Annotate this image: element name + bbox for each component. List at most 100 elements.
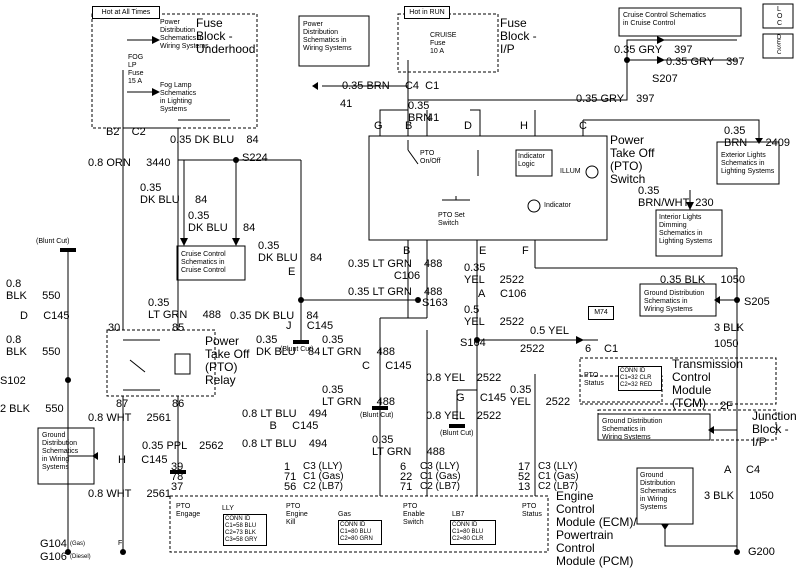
ecm-conn-3: C3 (LLY) C1 (Gas) C2 (LB7) — [538, 461, 579, 492]
ecm-box — [169, 495, 549, 553]
wire-label: 0.35 LT GRN 488 — [322, 334, 395, 358]
wire-label: 0.35 LT GRN 488 — [322, 384, 395, 408]
wire-label: 0.35 GRY 397 — [576, 93, 655, 105]
wire-label: 0.8 WHT 2561 — [88, 488, 171, 500]
hot-in-run-label: Hot in RUN — [404, 6, 450, 19]
wire-label: 0.8 BLK 550 — [6, 334, 61, 358]
ground-g106: G106 — [40, 551, 67, 563]
tcm-pto-status: PTO Status — [584, 372, 604, 387]
ecm-pto-status: PTO Status — [522, 503, 542, 518]
junction-pin: 2F — [720, 400, 733, 412]
gnd-left-ref: Ground Distribution Schematics in Wiring… — [42, 432, 79, 471]
blunt-cut: (Blunt Cut) — [280, 346, 314, 353]
pin-b-top: B — [405, 120, 413, 132]
conn-d-c145: D C145 — [20, 310, 70, 322]
fog-fuse-label: FOG LP Fuse 15 A — [128, 54, 144, 85]
wire-label: 0.35 BRN 2409 — [724, 125, 791, 149]
cruise-left-ref: Cruise Control Schematics in Cruise Cont… — [181, 251, 226, 274]
ecm-pins-3: 6 22 71 — [400, 461, 413, 493]
pto-relay-title: Power Take Off (PTO) Relay — [205, 334, 250, 387]
pto-set-switch-label: PTO Set Switch — [438, 212, 465, 227]
conn-j-c145: J C145 — [286, 320, 334, 332]
ecm-pins-1: 39 78 37 — [171, 461, 184, 493]
ecm-gas-conn: CONN ID C1=80 BLU C2=80 GRN — [338, 520, 382, 545]
conn-lb7-values: C1=80 BLU C2=80 CLR — [452, 529, 484, 542]
cruise-top-ref: Cruise Control Schematics in Cruise Cont… — [623, 12, 706, 27]
ecm-pins-4: 17 52 13 — [518, 461, 531, 493]
tcm-box — [579, 357, 777, 405]
tcm-conn: CONN ID C1=32 CLR C2=32 RED — [618, 366, 662, 391]
pin-f: F — [522, 245, 529, 257]
wire-label: 0.8 BLK 550 — [6, 278, 61, 302]
pto-onoff-label: PTO On/Off — [420, 150, 441, 165]
cruise-fuse-label: CRUISE Fuse 10 A — [430, 32, 457, 55]
ecm-lly-conn: CONN ID C1=58 BLU C2=73 BLK C3=58 GRY — [223, 514, 267, 546]
wire-label: 0.8 YEL 2522 — [426, 372, 502, 384]
tcm-conn-values: C1=32 CLR C2=32 RED — [620, 375, 653, 388]
gnd-right-ref: Ground Distribution Schematics in Wiring… — [644, 290, 705, 313]
tcm-pin: 6 — [585, 343, 592, 355]
wire-label: 0.35 LT GRN 488 — [348, 286, 443, 298]
wire-label: 0.8 WHT 2561 — [88, 412, 171, 424]
ground-g104-note: (Gas) — [70, 541, 85, 547]
ecm-lb7: LB7 — [452, 511, 465, 518]
wire-label: 0.35 YEL 2522 — [510, 384, 571, 408]
tcm-title: Transmission Control Module (TCM) — [672, 357, 743, 410]
wire-label: 0.35 GRY 397 — [614, 44, 693, 56]
conn-a-c4: A C4 — [724, 464, 761, 476]
fuse-block-ip-label: Fuse Block - I/P — [500, 16, 537, 56]
conn-id-gas: CONN ID — [340, 522, 366, 528]
tcm-conn-id: CONN ID — [620, 368, 646, 374]
conn-h-c145: H C145 — [118, 454, 168, 466]
gnd-jb-ref: Ground Distribution Schematics in Wiring… — [602, 418, 663, 441]
fog-lamp-ref: Fog Lamp Schematics in Lighting Systems — [160, 82, 197, 113]
ecm-pto-engine-kill: PTO Engine Kill — [286, 503, 308, 526]
desc-label: D E S C — [777, 35, 782, 56]
wire-label: 0.35 PPL 2562 — [142, 440, 224, 452]
pto-switch-box — [368, 135, 608, 241]
relay-pin-85: 85 — [172, 322, 185, 334]
wire-label: 0.35 BRN — [408, 100, 432, 124]
conn-id-lly: CONN ID — [225, 516, 251, 522]
wire-label-b2c2: B2 C2 — [106, 126, 146, 138]
wire-label: 0.35 LT GRN 488 — [372, 434, 445, 458]
conn-gas-values: C1=80 BLU C2=80 GRN — [340, 529, 373, 542]
wire-label: 41 — [427, 112, 440, 124]
ecm-conn-2: C3 (LLY) C1 (Gas) C2 (LB7) — [420, 461, 461, 492]
tcm-conn-name: C1 — [604, 343, 619, 355]
wire-label: 0.8 LT BLU 494 B C145 — [242, 408, 328, 432]
conn-a-c106: A C106 — [478, 288, 527, 300]
pin-e-left: E — [288, 266, 296, 278]
m74-label: M74 — [588, 306, 614, 320]
blunt-cut: (Blunt Cut) — [440, 430, 474, 437]
wire-label: 2522 — [520, 343, 545, 355]
wire-label: 0.35 BRN/WHT 230 — [638, 185, 714, 209]
wire-label: 0.35 DK BLU 84 — [140, 182, 208, 206]
conn-g-c145: G C145 — [456, 392, 507, 404]
ecm-pto-enable: PTO Enable Switch — [403, 503, 425, 526]
ecm-gas: Gas — [338, 511, 351, 518]
wire-label: 0.35 DK BLU 84 — [256, 334, 321, 358]
pin-e: E — [479, 245, 487, 257]
pin-d: D — [464, 120, 472, 132]
pin-b-bottom: B — [403, 245, 411, 257]
indicator-logic-label: Indicator Logic — [518, 153, 545, 168]
wire-label: 0.35 DK BLU 84 — [258, 240, 323, 264]
wire-label: 0.35 YEL 2522 — [464, 262, 525, 286]
wire-label: 2 BLK 550 — [0, 403, 64, 415]
blunt-cut: (Blunt Cut) — [360, 412, 394, 419]
pin-c: C — [579, 120, 587, 132]
wire-label: 3 BLK 1050 — [704, 490, 774, 502]
blunt-cut: F — [118, 540, 123, 547]
pto-relay-box — [106, 329, 216, 397]
fuse-block-underhood-label: Fuse Block - Underhood — [196, 16, 256, 56]
relay-pin-87: 87 — [116, 398, 129, 410]
wire-label: 0.5 YEL — [530, 325, 569, 337]
splice-s205: S205 — [744, 296, 770, 308]
wire-label: 41 — [340, 98, 353, 110]
hot-all-times-label: Hot at All Times — [92, 6, 160, 19]
ground-g200: G200 — [748, 546, 775, 558]
gnd-bottom-ref: Ground Distribution Schematics in Wiring… — [640, 472, 677, 511]
splice-s164: S164 — [460, 337, 486, 349]
